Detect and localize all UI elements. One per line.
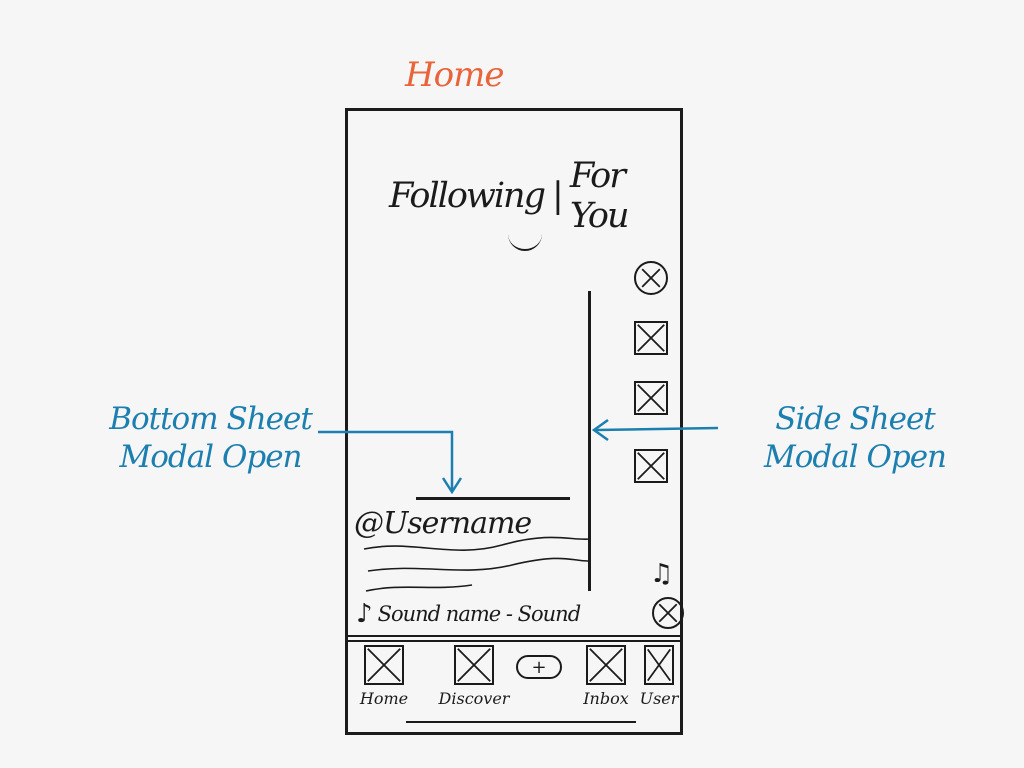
- caption-scribble: [363, 536, 591, 592]
- x-box-icon: [641, 268, 661, 288]
- x-box-icon: [637, 452, 665, 480]
- tab-for-you[interactable]: For You: [569, 156, 630, 236]
- nav-discover[interactable]: Discover: [436, 645, 512, 708]
- side-sheet-edge[interactable]: [588, 291, 591, 591]
- page-title: Home: [405, 55, 504, 95]
- x-box-icon: [637, 384, 665, 412]
- sound-disc-button[interactable]: [652, 597, 684, 629]
- nav-user[interactable]: User: [638, 645, 680, 708]
- sound-row[interactable]: ♪ Sound name - Sound: [356, 599, 582, 629]
- create-button[interactable]: +: [516, 655, 562, 679]
- tab-separator: |: [552, 176, 564, 216]
- nav-underline: [406, 721, 636, 723]
- discover-icon: [454, 645, 494, 685]
- nav-discover-label: Discover: [438, 689, 510, 708]
- nav-divider: [348, 635, 680, 637]
- music-note-icon: ♫: [650, 559, 674, 589]
- like-button[interactable]: [634, 321, 668, 355]
- comment-button[interactable]: [634, 381, 668, 415]
- user-icon: [644, 645, 674, 685]
- active-tab-indicator: [508, 209, 542, 251]
- nav-home[interactable]: Home: [354, 645, 414, 708]
- nav-home-label: Home: [359, 689, 409, 708]
- nav-inbox[interactable]: Inbox: [578, 645, 634, 708]
- bottom-nav: Home Discover + Inbox User: [348, 645, 680, 730]
- feed-tabs: Following | For You: [386, 156, 680, 236]
- post-username[interactable]: @Username: [354, 506, 532, 541]
- x-box-icon: [658, 603, 678, 623]
- sound-name: Sound name - Sound: [377, 602, 582, 626]
- bottom-sheet-edge[interactable]: [416, 497, 570, 500]
- profile-avatar-button[interactable]: [634, 261, 668, 295]
- bottom-sheet-annotation: Bottom Sheet Modal Open: [109, 401, 313, 475]
- share-button[interactable]: [634, 449, 668, 483]
- home-icon: [364, 645, 404, 685]
- nav-divider: [348, 640, 680, 642]
- nav-inbox-label: Inbox: [583, 689, 629, 708]
- nav-user-label: User: [639, 689, 679, 708]
- side-sheet-annotation: Side Sheet Modal Open: [763, 401, 947, 475]
- x-box-icon: [637, 324, 665, 352]
- inbox-icon: [586, 645, 626, 685]
- phone-frame: Following | For You: [345, 108, 684, 735]
- music-note-icon: ♪: [356, 599, 373, 629]
